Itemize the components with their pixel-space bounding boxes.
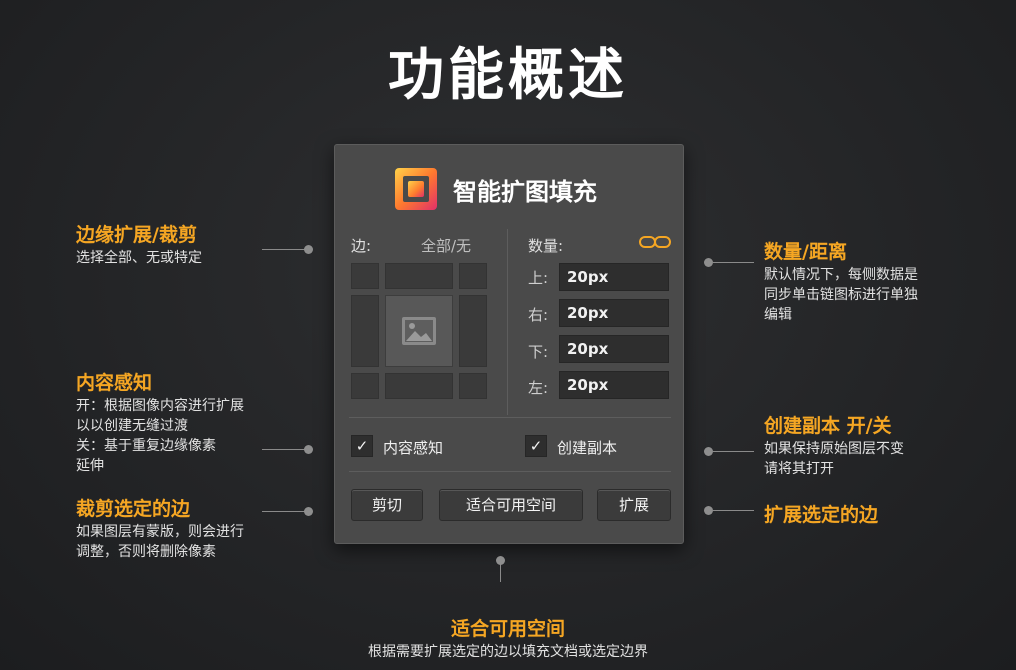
callout-crop-desc: 如果图层有蒙版，则会进行 调整，否则将删除像素 — [76, 522, 244, 562]
panel-title: 智能扩图填充 — [453, 177, 597, 206]
callout-amount-desc: 默认情况下，每侧数据是 同步单击链图标进行单独 编辑 — [764, 265, 918, 325]
create-copy-label: 创建副本 — [557, 439, 618, 457]
callout-copy-line-1: 如果保持原始图层不变 — [764, 441, 904, 457]
edge-corner-top-right[interactable] — [459, 263, 487, 289]
callout-expand-dot — [704, 506, 713, 515]
image-placeholder — [385, 295, 453, 367]
callout-amount-line-1: 默认情况下，每侧数据是 — [764, 267, 918, 283]
smart-expand-panel: 智能扩图填充 边: 全部/无 数量: 上: 20px 右: 20px 下: 20… — [334, 144, 684, 544]
smart-expand-logo-icon — [395, 168, 437, 210]
callout-crop-connector — [262, 511, 308, 512]
edge-bottom[interactable] — [385, 373, 453, 399]
callout-edge-connector — [262, 249, 308, 250]
panel-header: 智能扩图填充 — [395, 167, 597, 211]
field-label-left: 左: — [528, 379, 549, 397]
callout-fit-connector — [500, 560, 501, 582]
image-placeholder-icon — [402, 317, 436, 345]
callout-crop-line-2: 调整，否则将删除像素 — [76, 544, 216, 560]
create-copy-checkbox[interactable]: ✓ — [525, 435, 547, 457]
callout-expand-title: 扩展选定的边 — [764, 504, 879, 526]
crop-button[interactable]: 剪切 — [351, 489, 423, 521]
panel-divider-vertical — [507, 229, 508, 415]
left-amount-input[interactable]: 20px — [559, 371, 669, 399]
callout-content-title: 内容感知 — [76, 372, 153, 394]
callout-amount-line-2: 同步单击链图标进行单独 — [764, 287, 918, 303]
callout-crop-title: 裁剪选定的边 — [76, 498, 191, 520]
edge-left[interactable] — [351, 295, 379, 367]
link-chain-icon[interactable] — [639, 235, 671, 249]
callout-crop-line-1: 如果图层有蒙版，则会进行 — [76, 524, 244, 540]
expand-button[interactable]: 扩展 — [597, 489, 671, 521]
callout-content-connector — [262, 449, 308, 450]
callout-content-desc: 开：根据图像内容进行扩展 以以创建无缝过渡 关：基于重复边缘像素 延伸 — [76, 396, 244, 476]
edge-top[interactable] — [385, 263, 453, 289]
amount-label: 数量: — [528, 237, 564, 255]
callout-edge-title: 边缘扩展/裁剪 — [76, 224, 197, 246]
callout-copy-connector — [712, 451, 754, 452]
fit-available-space-button[interactable]: 适合可用空间 — [439, 489, 583, 521]
page-title: 功能概述 — [388, 43, 628, 108]
callout-amount-dot — [704, 258, 713, 267]
edge-mode-toggle[interactable]: 全部/无 — [421, 237, 472, 255]
edge-corner-bottom-left[interactable] — [351, 373, 379, 399]
callout-copy-title: 创建副本 开/关 — [764, 415, 892, 437]
callout-fit-title: 适合可用空间 — [450, 618, 565, 640]
callout-amount-connector — [712, 262, 754, 263]
callout-content-line-3: 关：基于重复边缘像素 — [76, 438, 216, 454]
edge-label: 边: — [351, 237, 372, 255]
top-amount-input[interactable]: 20px — [559, 263, 669, 291]
callout-amount-title: 数量/距离 — [764, 241, 847, 263]
content-aware-label: 内容感知 — [383, 439, 444, 457]
callout-content-line-4: 延伸 — [76, 458, 104, 474]
callout-copy-dot — [704, 447, 713, 456]
callout-content-dot — [304, 445, 313, 454]
content-aware-checkbox[interactable]: ✓ — [351, 435, 373, 457]
callout-fit-desc: 根据需要扩展选定的边以填充文档或选定边界 — [368, 644, 648, 660]
bottom-amount-input[interactable]: 20px — [559, 335, 669, 363]
callout-content-line-1: 开：根据图像内容进行扩展 — [76, 398, 244, 414]
callout-copy-desc: 如果保持原始图层不变 请将其打开 — [764, 439, 904, 479]
callout-content-line-2: 以以创建无缝过渡 — [76, 418, 188, 434]
callout-expand-connector — [712, 510, 754, 511]
edge-corner-top-left[interactable] — [351, 263, 379, 289]
field-label-bottom: 下: — [528, 343, 549, 361]
panel-divider-1 — [349, 417, 671, 418]
callout-fit-dot — [496, 556, 505, 565]
field-label-top: 上: — [528, 269, 549, 287]
edge-right[interactable] — [459, 295, 487, 367]
callout-edge-dot — [304, 245, 313, 254]
callout-copy-line-2: 请将其打开 — [764, 461, 834, 477]
callout-amount-line-3: 编辑 — [764, 307, 792, 323]
field-label-right: 右: — [528, 306, 549, 324]
callout-crop-dot — [304, 507, 313, 516]
callout-edge-desc: 选择全部、无或特定 — [76, 250, 202, 266]
edge-corner-bottom-right[interactable] — [459, 373, 487, 399]
panel-divider-2 — [349, 471, 671, 472]
right-amount-input[interactable]: 20px — [559, 299, 669, 327]
